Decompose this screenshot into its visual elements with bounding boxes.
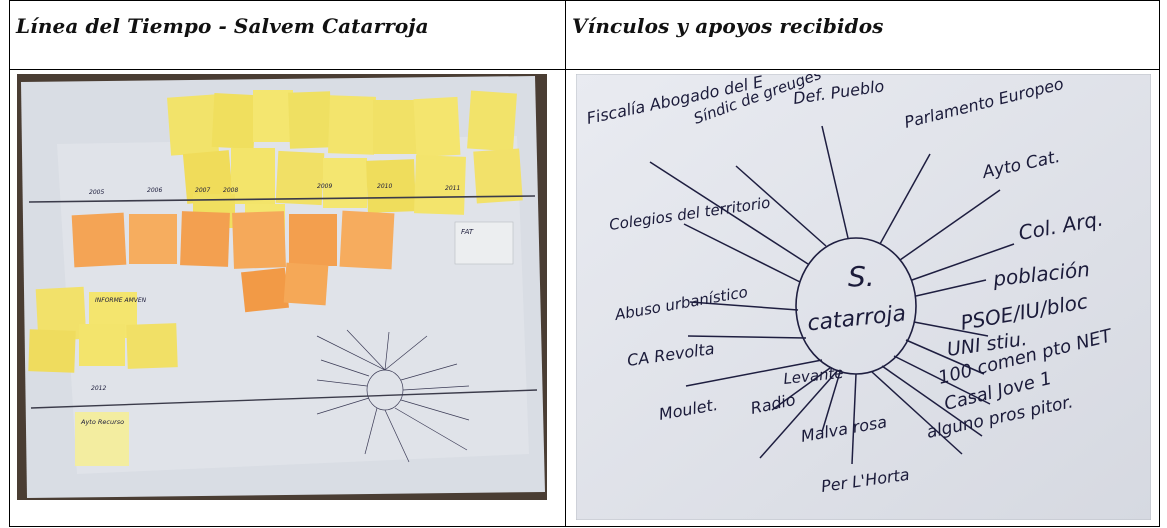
left-header-cell: Línea del Tiempo - Salvem Catarroja	[10, 0, 565, 70]
tick-label: 2007	[195, 187, 210, 194]
right-header-cell: Vínculos y apoyos recibidos	[566, 0, 1159, 70]
informe-note-label: INFORME AMVEN	[95, 297, 147, 304]
mindmap-photo: S. catarroja	[576, 74, 1151, 520]
tick-label: 2011	[445, 185, 460, 192]
table-border-left	[9, 0, 10, 527]
tick-label: 2010	[377, 183, 392, 190]
fat-note-label: FAT	[461, 228, 474, 236]
timeline-axis	[28, 195, 536, 203]
table-header-divider	[9, 69, 1160, 70]
table-border-top	[9, 0, 1160, 1]
orange-notes	[71, 210, 395, 313]
timeline-photo: 2005 2006 2007 2008 2009 2010 2011 2012	[17, 74, 547, 500]
tick-label: 2012	[91, 385, 106, 392]
tick-label: 2005	[89, 189, 104, 196]
mindmap-spokes	[649, 125, 1015, 465]
left-header-title: Línea del Tiempo - Salvem Catarroja	[16, 14, 429, 38]
ayto-note-label: Ayto Recurso	[80, 418, 124, 426]
right-header-title: Vínculos y apoyos recibidos	[572, 14, 884, 38]
table-border-right	[1159, 0, 1160, 527]
timeline-axis-lower	[30, 389, 538, 409]
mini-mindmap	[316, 329, 470, 463]
document-table: Línea del Tiempo - Salvem Catarroja Vínc…	[9, 0, 1160, 527]
table-column-divider	[565, 0, 566, 527]
yellow-notes-lower	[28, 286, 178, 373]
tick-label: 2009	[317, 183, 332, 190]
tick-label: 2008	[223, 187, 238, 194]
tick-label: 2006	[147, 187, 162, 194]
mindmap-center-label-1: S.	[848, 260, 875, 293]
table-border-bottom	[9, 526, 1160, 527]
